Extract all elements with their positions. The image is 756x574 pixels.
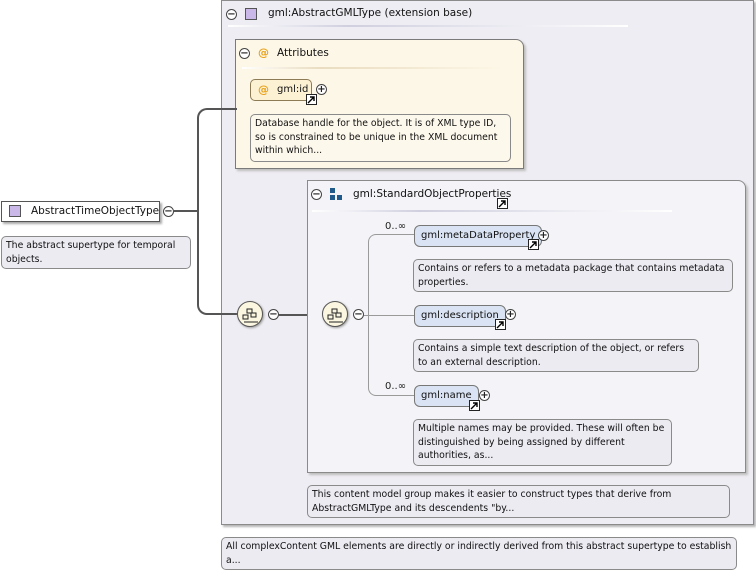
metadata-annotation: Contains or refers to a metadata package…: [413, 259, 733, 292]
group-annotation: This content model group makes it easier…: [307, 485, 730, 518]
attributes-title: Attributes: [277, 47, 329, 59]
name-annotation: Multiple names may be provided. These wi…: [413, 419, 672, 466]
group-icon: [330, 188, 344, 202]
collapse-attributes-toggle[interactable]: −: [239, 48, 250, 59]
root-annotation: The abstract supertype for temporal obje…: [1, 236, 191, 269]
base-type-title: gml:AbstractGMLType (extension base): [268, 7, 473, 19]
id-shortcut-arrow-icon[interactable]: [306, 94, 317, 105]
element-description[interactable]: gml:description: [414, 305, 506, 327]
expand-id-plus-icon[interactable]: +: [316, 84, 327, 95]
collapse-root-toggle[interactable]: −: [163, 206, 174, 217]
group-title-rule: [312, 210, 672, 212]
element-name[interactable]: gml:name: [414, 385, 479, 407]
id-at-icon: @: [258, 83, 269, 96]
root-type-name: AbstractTimeObjectType: [31, 205, 160, 217]
name-occurs: 0..∞: [385, 381, 407, 392]
metadata-occurs: 0..∞: [385, 221, 407, 232]
description-shortcut-arrow-icon[interactable]: [495, 319, 506, 330]
collapse-compositor-2[interactable]: −: [353, 309, 364, 320]
group-title: gml:StandardObjectProperties: [353, 188, 512, 200]
element-branch-upper: [368, 234, 414, 316]
element-metadata-property[interactable]: gml:metaDataProperty: [414, 225, 543, 247]
name-shortcut-arrow-icon[interactable]: [469, 400, 480, 411]
collapse-group-toggle[interactable]: −: [311, 189, 322, 200]
sequence-compositor-2[interactable]: [322, 301, 348, 327]
branch-curve: [197, 108, 237, 315]
collapse-base-toggle[interactable]: −: [226, 9, 237, 20]
complex-type-icon: [245, 8, 257, 20]
expand-name-plus-icon[interactable]: +: [479, 390, 490, 401]
id-annotation: Database handle for the object. It is of…: [250, 114, 511, 162]
element-branch-lower: [368, 315, 414, 396]
id-attribute-box[interactable]: [250, 79, 312, 101]
description-annotation: Contains a simple text description of th…: [413, 339, 699, 372]
collapse-compositor-1[interactable]: −: [268, 309, 279, 320]
attributes-at-icon: @: [258, 46, 269, 59]
base-title-rule: [228, 25, 628, 27]
element-branch-middle: [364, 315, 414, 316]
expand-metadata-plus-icon[interactable]: +: [538, 230, 549, 241]
id-attribute-name: gml:id: [277, 84, 309, 95]
root-connector: [174, 210, 198, 212]
root-type-box[interactable]: [1, 201, 160, 222]
attributes-rule: [242, 67, 504, 69]
metadata-shortcut-arrow-icon[interactable]: [528, 239, 539, 250]
group-shortcut-arrow-icon[interactable]: [497, 198, 508, 209]
compositor-link: [279, 314, 322, 316]
sequence-compositor-1[interactable]: [237, 301, 263, 327]
expand-description-plus-icon[interactable]: +: [505, 309, 516, 320]
base-type-annotation: All complexContent GML elements are dire…: [221, 537, 737, 570]
root-complex-type-icon: [9, 205, 21, 217]
